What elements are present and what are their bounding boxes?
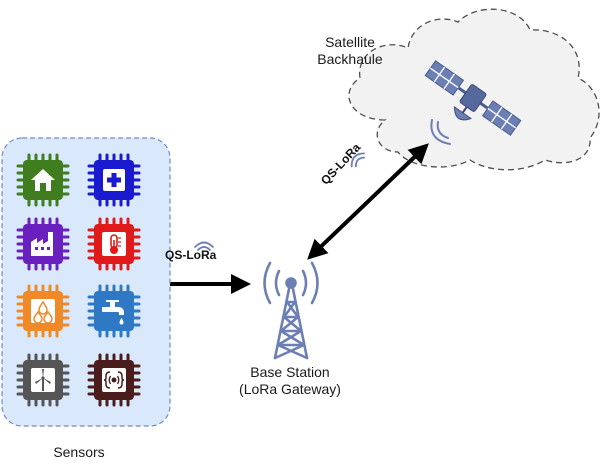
base-station-label: Base Station (LoRa Gateway) — [225, 364, 355, 398]
sensors-label: Sensors — [53, 444, 105, 460]
factory-chip-icon — [16, 217, 70, 271]
satellite-label: Satellite Backhaule — [300, 34, 400, 68]
ground-link-label: QS-LoRa — [165, 248, 217, 262]
satellite-icon — [424, 60, 522, 136]
home-chip-icon — [16, 153, 70, 207]
space-link-signal-icon — [350, 152, 365, 168]
ground-link-signal-icon — [194, 241, 214, 251]
base-station-label-line2: (LoRa Gateway) — [239, 381, 341, 397]
space-link-arrow — [307, 143, 429, 260]
wind-turbine-chip-icon — [16, 353, 70, 407]
satellite-signal-icon — [430, 119, 451, 145]
medical-chip-icon — [87, 153, 141, 207]
base-station-label-line1: Base Station — [250, 364, 330, 380]
thermometer-chip-icon — [87, 217, 141, 271]
water-tap-chip-icon — [87, 284, 141, 338]
radio-tower-icon — [263, 261, 319, 360]
code-chip-icon — [87, 353, 141, 407]
satellite-label-line2: Backhaule — [317, 51, 383, 67]
water-drops-chip-icon — [16, 284, 70, 338]
satellite-label-line1: Satellite — [325, 34, 375, 50]
